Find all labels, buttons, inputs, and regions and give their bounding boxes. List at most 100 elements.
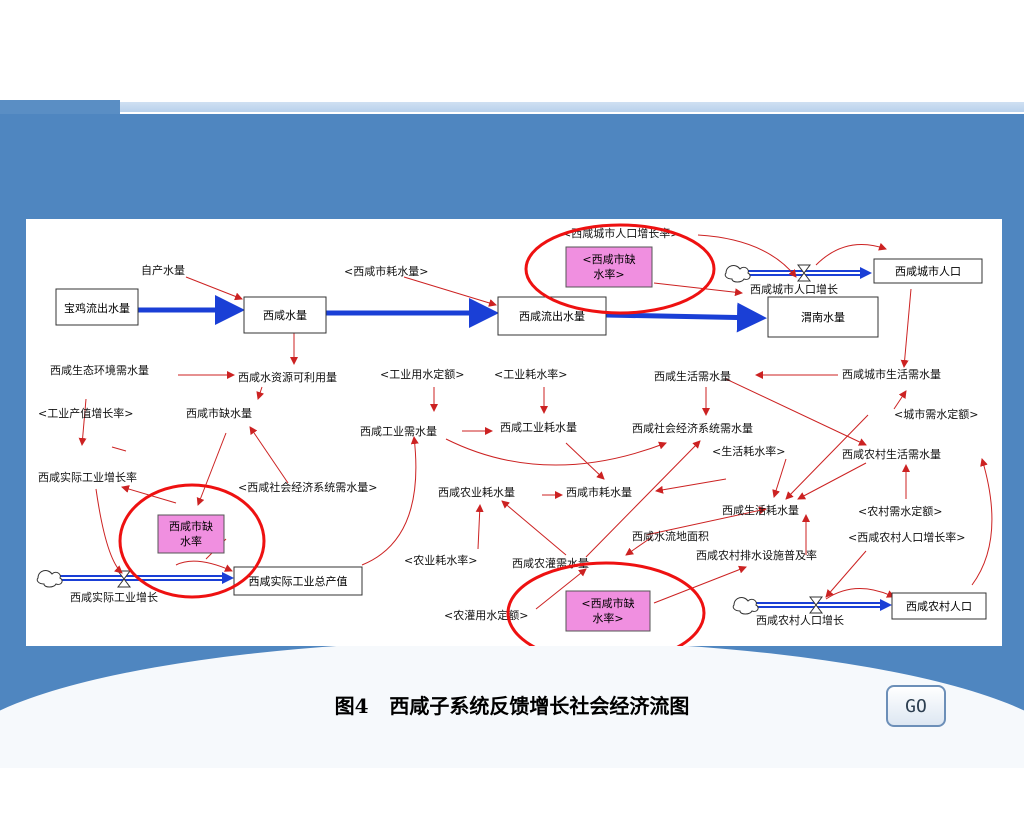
shadow3-box bbox=[565, 590, 651, 632]
var-realindgrow: 西咸实际工业增长 bbox=[70, 590, 158, 604]
link-rural-lifeneed bbox=[725, 378, 867, 446]
link-avail-short bbox=[256, 386, 265, 400]
header-bar-accent bbox=[0, 100, 120, 114]
stock-xixian-outflow-box bbox=[497, 296, 607, 336]
link-growrate-real bbox=[78, 398, 87, 446]
flow-outflow-to-weinan bbox=[605, 302, 767, 333]
shadow2-label-line2: 水率 bbox=[180, 534, 202, 548]
highlight-circle-3 bbox=[506, 561, 706, 646]
var-indrate: <工业耗水率> bbox=[494, 367, 567, 381]
link-citypopgrow bbox=[697, 234, 797, 278]
stock-baoji: 宝鸡流出水量 bbox=[64, 301, 130, 315]
var-induse: 西咸工业耗水量 bbox=[500, 421, 577, 434]
link-basin-irr bbox=[625, 536, 653, 556]
link-citypop-loop bbox=[815, 242, 887, 266]
highlight-circle-2 bbox=[118, 483, 266, 599]
shadow3-label-line1: <西咸市缺 bbox=[581, 596, 634, 610]
var-drain: 西咸农村排水设施普及率 bbox=[696, 548, 817, 562]
stock-weinan-box bbox=[767, 296, 879, 338]
link-cityuse bbox=[403, 276, 497, 307]
link-induse-cityuse bbox=[565, 442, 605, 480]
shadow1-label-line1: <西咸市缺 bbox=[582, 252, 635, 266]
var-lifeneed: 西咸生活需水量 bbox=[654, 369, 731, 383]
link-basin-use bbox=[645, 506, 767, 536]
shadow2-box bbox=[157, 514, 225, 554]
link-output-indneed bbox=[361, 436, 419, 566]
link-rurallife-use bbox=[797, 462, 867, 500]
cloud-source-rural bbox=[732, 597, 759, 615]
link-selfprod bbox=[185, 276, 243, 301]
var-lifeuse: 西咸生活耗水量 bbox=[722, 503, 799, 517]
shadow1-label-line2: 水率> bbox=[593, 267, 624, 281]
var-ruralpopgrow: 西咸农村人口增长 bbox=[756, 613, 844, 627]
highlight-circles bbox=[118, 223, 716, 646]
shadow1-box bbox=[565, 246, 653, 288]
valve-industry bbox=[117, 570, 131, 588]
var-cityuse2: 西咸市耗水量 bbox=[566, 485, 632, 499]
pipe-industry-head bbox=[222, 572, 234, 584]
var-ruralgrowrate: <西咸农村人口增长率> bbox=[848, 530, 965, 544]
flow-diagram-svg: 宝鸡流出水量 西咸水量 西咸流出水量 渭南水量 西咸城市人口 西咸农村人口 西咸… bbox=[36, 223, 993, 646]
link-agrirate bbox=[475, 504, 484, 550]
link-cityquota bbox=[893, 390, 907, 410]
stock-rural-pop: 西咸农村人口 bbox=[906, 599, 972, 613]
stock-ind-output: 西咸实际工业总产值 bbox=[249, 574, 348, 588]
link-lifeuserate bbox=[772, 458, 787, 498]
stock-xixian-water: 西咸水量 bbox=[263, 309, 307, 322]
var-ruralquota: <农村需水定额> bbox=[858, 504, 942, 518]
figure-number: 图4 bbox=[334, 694, 369, 718]
var-realindrate: 西咸实际工业增长率 bbox=[38, 470, 137, 484]
link-ruralpop-life bbox=[971, 458, 993, 586]
go-button[interactable]: GO bbox=[886, 685, 946, 727]
link-output-loop bbox=[175, 560, 233, 572]
var-irrquota: <农灌用水定额> bbox=[444, 608, 528, 622]
var-eco: 西咸生态环境需水量 bbox=[50, 363, 149, 377]
shadow2-label-line1: 西咸市缺 bbox=[169, 519, 213, 533]
stock-xixian-water-box bbox=[243, 296, 327, 334]
link-ruralgrowrate bbox=[825, 550, 867, 598]
var-citylifeneed: 西咸城市生活需水量 bbox=[842, 367, 941, 381]
header-area bbox=[0, 0, 1024, 100]
stock-baoji-box bbox=[55, 288, 139, 326]
link-citylife-use bbox=[785, 414, 869, 500]
highlight-circle-1 bbox=[524, 223, 716, 315]
link-ind-soc bbox=[445, 438, 667, 466]
stock-xixian-outflow: 西咸流出水量 bbox=[519, 309, 585, 323]
pipe-city-pop-head bbox=[860, 267, 872, 279]
link-realrate-grow bbox=[95, 488, 123, 574]
var-shortage: 西咸市缺水量 bbox=[186, 406, 252, 420]
stock-ind-output-box bbox=[233, 566, 363, 596]
stock-city-pop-box bbox=[873, 258, 983, 284]
header-bar-stripe bbox=[120, 102, 1024, 112]
pipe-rural-pop-head bbox=[880, 599, 892, 611]
var-basin: 西咸水流地面积 bbox=[632, 529, 709, 543]
link-shadow1 bbox=[653, 282, 743, 297]
link-ruralpop-loop bbox=[825, 588, 895, 600]
stock-weinan: 渭南水量 bbox=[801, 311, 845, 324]
link-irr-soc bbox=[585, 440, 701, 558]
valve-rural-pop bbox=[809, 596, 823, 614]
cloud-source-city bbox=[724, 265, 751, 283]
var-agriuse: 西咸农业耗水量 bbox=[438, 485, 515, 499]
link-irrquota bbox=[535, 568, 587, 610]
var-avail: 西咸水资源可利用量 bbox=[238, 370, 337, 384]
link-realrate-stub bbox=[111, 446, 127, 452]
flow-diagram: 宝鸡流出水量 西咸水量 西咸流出水量 渭南水量 西咸城市人口 西咸农村人口 西咸… bbox=[26, 219, 1002, 646]
var-lifeuserate: <生活耗水率> bbox=[712, 444, 785, 458]
var-socneed: 西咸社会经济系统需水量 bbox=[632, 421, 753, 435]
var-selfprod: 自产水量 bbox=[141, 263, 185, 277]
header-bar bbox=[0, 100, 1024, 114]
bottom-swoosh bbox=[0, 640, 1024, 840]
var-rurallifeneed: 西咸农村生活需水量 bbox=[842, 447, 941, 461]
var-citypopgrow: 西咸城市人口增长 bbox=[750, 282, 838, 296]
var-indneed: 西咸工业需水量 bbox=[360, 425, 437, 438]
link-socneed-short bbox=[249, 426, 289, 484]
stock-city-pop: 西咸城市人口 bbox=[895, 264, 961, 278]
stock-rural-pop-box bbox=[891, 592, 987, 620]
link-shadow3-drain bbox=[653, 565, 747, 604]
link-life-cityuse bbox=[655, 478, 727, 494]
var-cityuse: <西咸市耗水量> bbox=[344, 264, 428, 278]
var-indquota: <工业用水定额> bbox=[380, 367, 464, 381]
link-short-shadow bbox=[196, 432, 227, 506]
link-citypop-life bbox=[900, 288, 912, 368]
